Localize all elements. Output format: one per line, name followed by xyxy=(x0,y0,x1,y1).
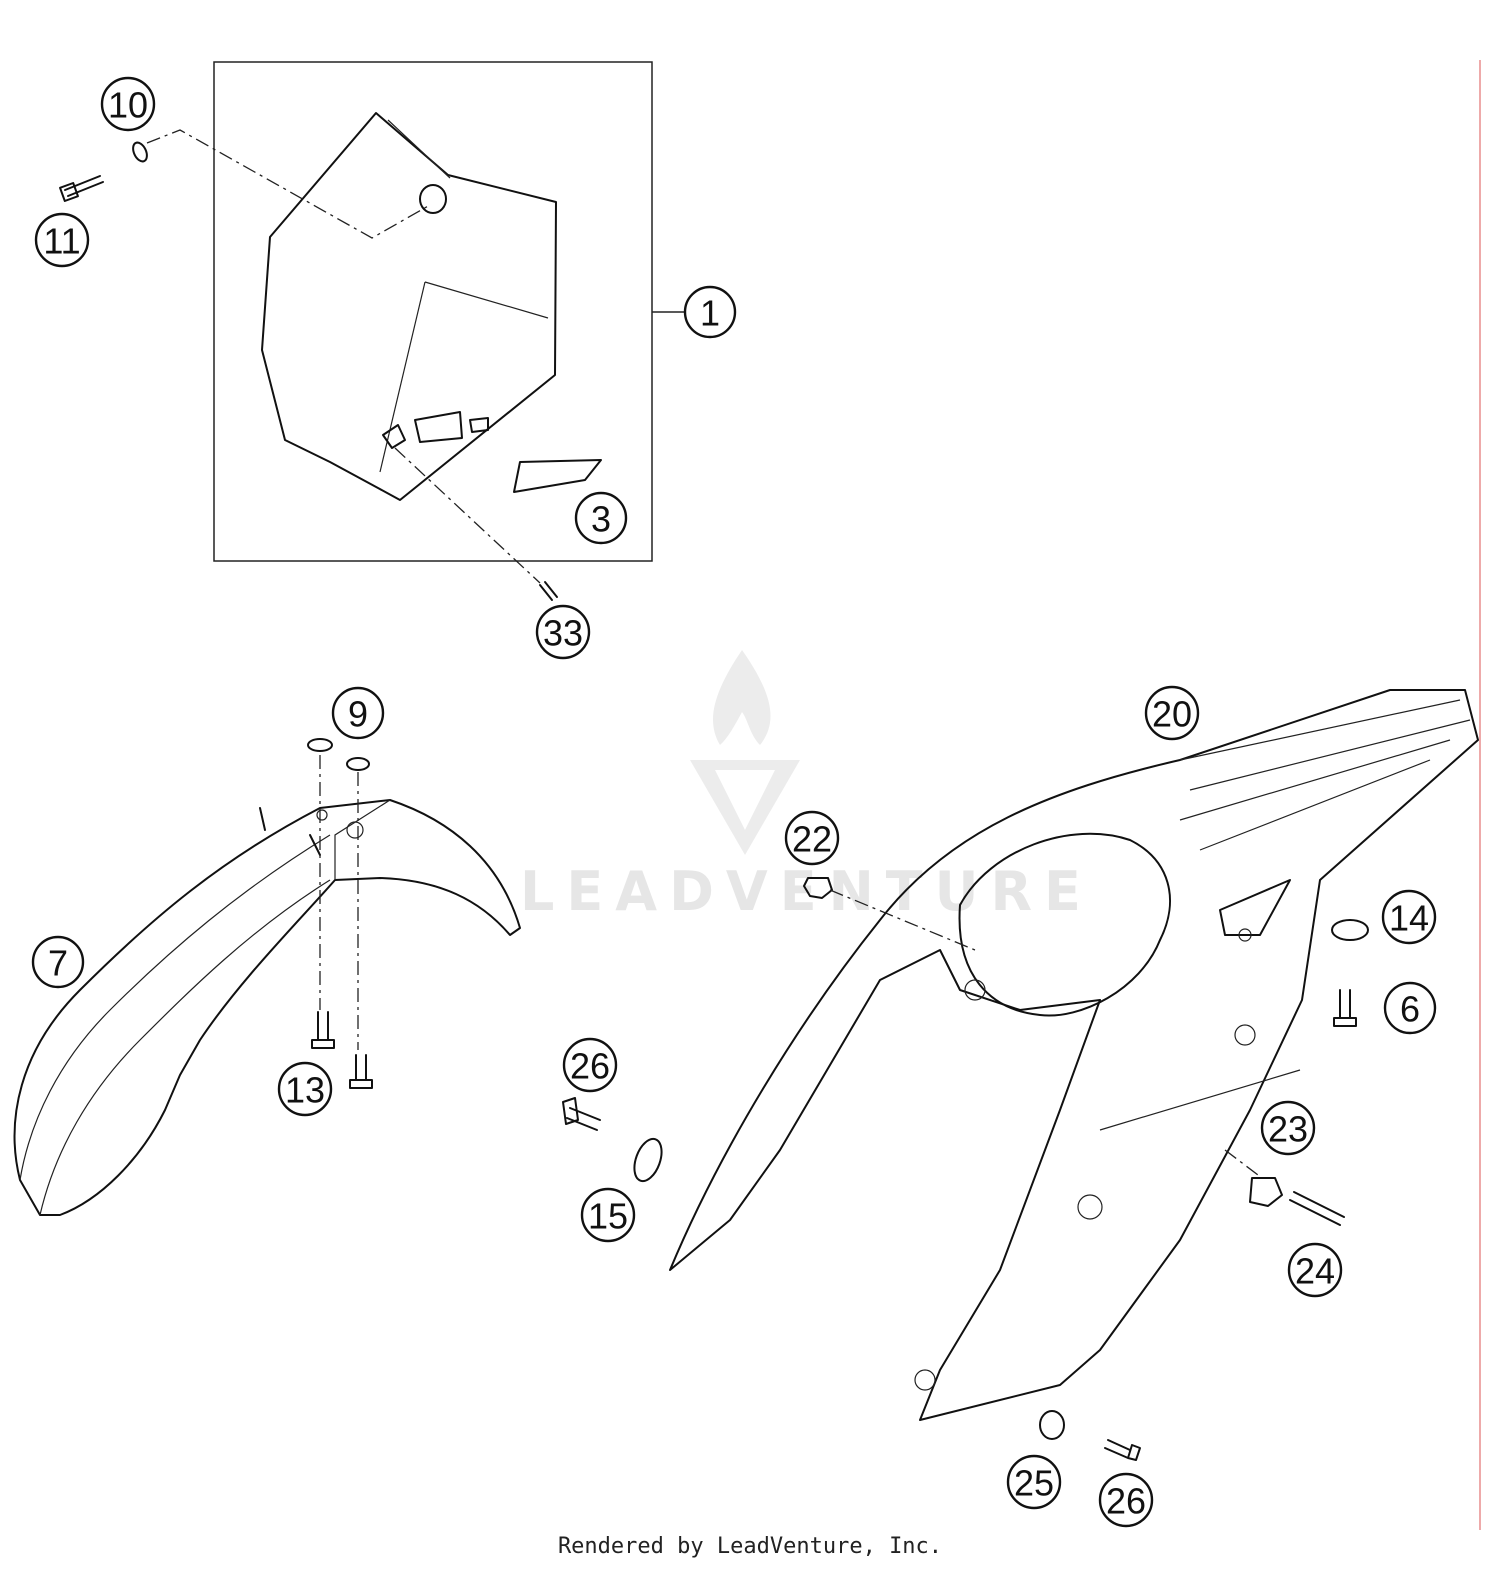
svg-text:10: 10 xyxy=(108,85,148,126)
callout-3: 3 xyxy=(574,491,628,545)
callout-1: 1 xyxy=(683,285,737,339)
front-fender xyxy=(13,799,521,1216)
rear-fender xyxy=(669,689,1479,1421)
svg-text:15: 15 xyxy=(588,1196,628,1237)
svg-text:33: 33 xyxy=(543,613,583,654)
callout-20: 20 xyxy=(1144,685,1200,741)
callout-26-left: 26 xyxy=(562,1037,618,1093)
svg-text:13: 13 xyxy=(285,1070,325,1111)
callout-25: 25 xyxy=(1006,1454,1062,1510)
bolt-26-left xyxy=(562,1097,601,1131)
svg-text:9: 9 xyxy=(348,694,368,735)
grommet-14 xyxy=(1331,919,1369,941)
washer-25 xyxy=(1039,1410,1065,1440)
leader-9 xyxy=(319,755,359,1050)
number-plate-kit-box xyxy=(213,61,653,562)
leader-23 xyxy=(1224,1149,1259,1176)
svg-text:23: 23 xyxy=(1268,1109,1308,1150)
fender-screws xyxy=(311,1011,373,1089)
callout-23: 23 xyxy=(1260,1100,1316,1156)
bolt-26-right xyxy=(1104,1439,1141,1461)
svg-text:26: 26 xyxy=(570,1046,610,1087)
bolt-24 xyxy=(1289,1191,1345,1226)
svg-text:11: 11 xyxy=(43,221,80,262)
callout-10: 10 xyxy=(100,76,156,132)
svg-text:3: 3 xyxy=(591,499,611,540)
nut-22 xyxy=(803,877,833,899)
svg-text:25: 25 xyxy=(1014,1463,1054,1504)
number-plate-decal xyxy=(513,459,602,493)
callout-15: 15 xyxy=(580,1187,636,1243)
fender-grommets xyxy=(307,738,370,771)
svg-text:22: 22 xyxy=(792,819,832,860)
callout-14: 14 xyxy=(1381,889,1437,945)
svg-text:24: 24 xyxy=(1295,1251,1335,1292)
callout-7: 7 xyxy=(31,935,85,989)
nut-23 xyxy=(1249,1177,1283,1207)
screw-6 xyxy=(1333,989,1357,1027)
callout-22: 22 xyxy=(784,810,840,866)
callout-9: 9 xyxy=(331,686,385,740)
screw-33 xyxy=(539,581,558,601)
callout-33: 33 xyxy=(535,604,591,660)
callout-24: 24 xyxy=(1287,1242,1343,1298)
svg-text:14: 14 xyxy=(1389,898,1429,939)
plate-screw-washer xyxy=(59,141,148,202)
leader-10 xyxy=(146,129,431,239)
svg-text:20: 20 xyxy=(1152,694,1192,735)
svg-text:1: 1 xyxy=(700,293,720,334)
callout-13: 13 xyxy=(277,1061,333,1117)
svg-text:6: 6 xyxy=(1400,989,1420,1030)
render-credit: Rendered by LeadVenture, Inc. xyxy=(557,1534,943,1559)
grommet-15 xyxy=(633,1137,663,1183)
svg-text:7: 7 xyxy=(48,943,68,984)
front-number-plate xyxy=(261,112,557,501)
callout-11: 11 xyxy=(34,212,90,268)
leader-33 xyxy=(394,447,541,584)
callout-26-right: 26 xyxy=(1098,1472,1154,1528)
callout-6: 6 xyxy=(1383,981,1437,1035)
svg-text:26: 26 xyxy=(1106,1481,1146,1522)
